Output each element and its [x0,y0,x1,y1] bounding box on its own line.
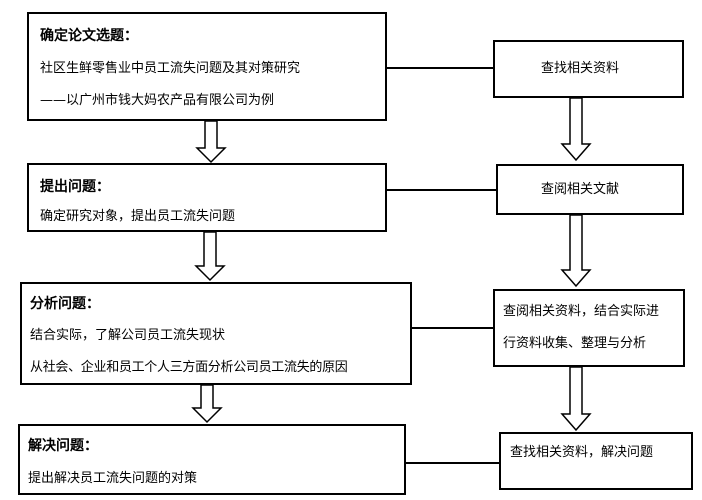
step-title: 提出问题： [40,179,110,195]
side-text: 查找相关资料，解决问题 [510,445,654,460]
side-text: 查阅相关资料，结合实际进 [503,304,660,319]
step-box-analyze-question: 分析问题： 结合实际，了解公司员工流失现状 从社会、企业和员工个人三方面分析公司… [20,282,412,385]
step-text: 社区生鲜零售业中员工流失问题及其对策研究 [40,61,301,76]
step-box-solve-question: 解决问题： 提出解决员工流失问题的对策 [18,424,406,495]
side-box-solve: 查找相关资料，解决问题 [499,432,693,490]
down-arrow-left-3 [191,384,223,424]
down-arrow-left-1 [195,120,227,164]
step-box-raise-question: 提出问题： 确定研究对象，提出员工流失问题 [27,163,387,232]
step-title: 分析问题： [30,296,100,312]
side-box-collect-analyze: 查阅相关资料，结合实际进 行资料收集、整理与分析 [493,289,685,367]
down-arrow-right-1 [560,97,592,162]
step-text: 确定研究对象，提出员工流失问题 [40,209,236,224]
down-arrow-left-2 [194,231,226,282]
side-text: 行资料收集、整理与分析 [503,336,647,351]
side-box-review-literature: 查阅相关文献 [496,164,684,215]
side-text: 查找相关资料 [541,61,620,76]
step-text: 提出解决员工流失问题的对策 [28,471,198,486]
side-box-find-materials: 查找相关资料 [493,40,684,98]
down-arrow-right-2 [560,214,592,288]
step-text: 结合实际，了解公司员工流失现状 [30,328,226,343]
side-text: 查阅相关文献 [541,182,620,197]
down-arrow-right-3 [560,366,592,432]
step-box-select-topic: 确定论文选题： 社区生鲜零售业中员工流失问题及其对策研究 ——以广州市钱大妈农产… [27,12,387,121]
step-title: 确定论文选题： [40,28,138,44]
step-title: 解决问题： [28,438,98,454]
step-text: ——以广州市钱大妈农产品有限公司为例 [40,93,275,108]
step-text: 从社会、企业和员工个人三方面分析公司员工流失的原因 [30,360,348,375]
